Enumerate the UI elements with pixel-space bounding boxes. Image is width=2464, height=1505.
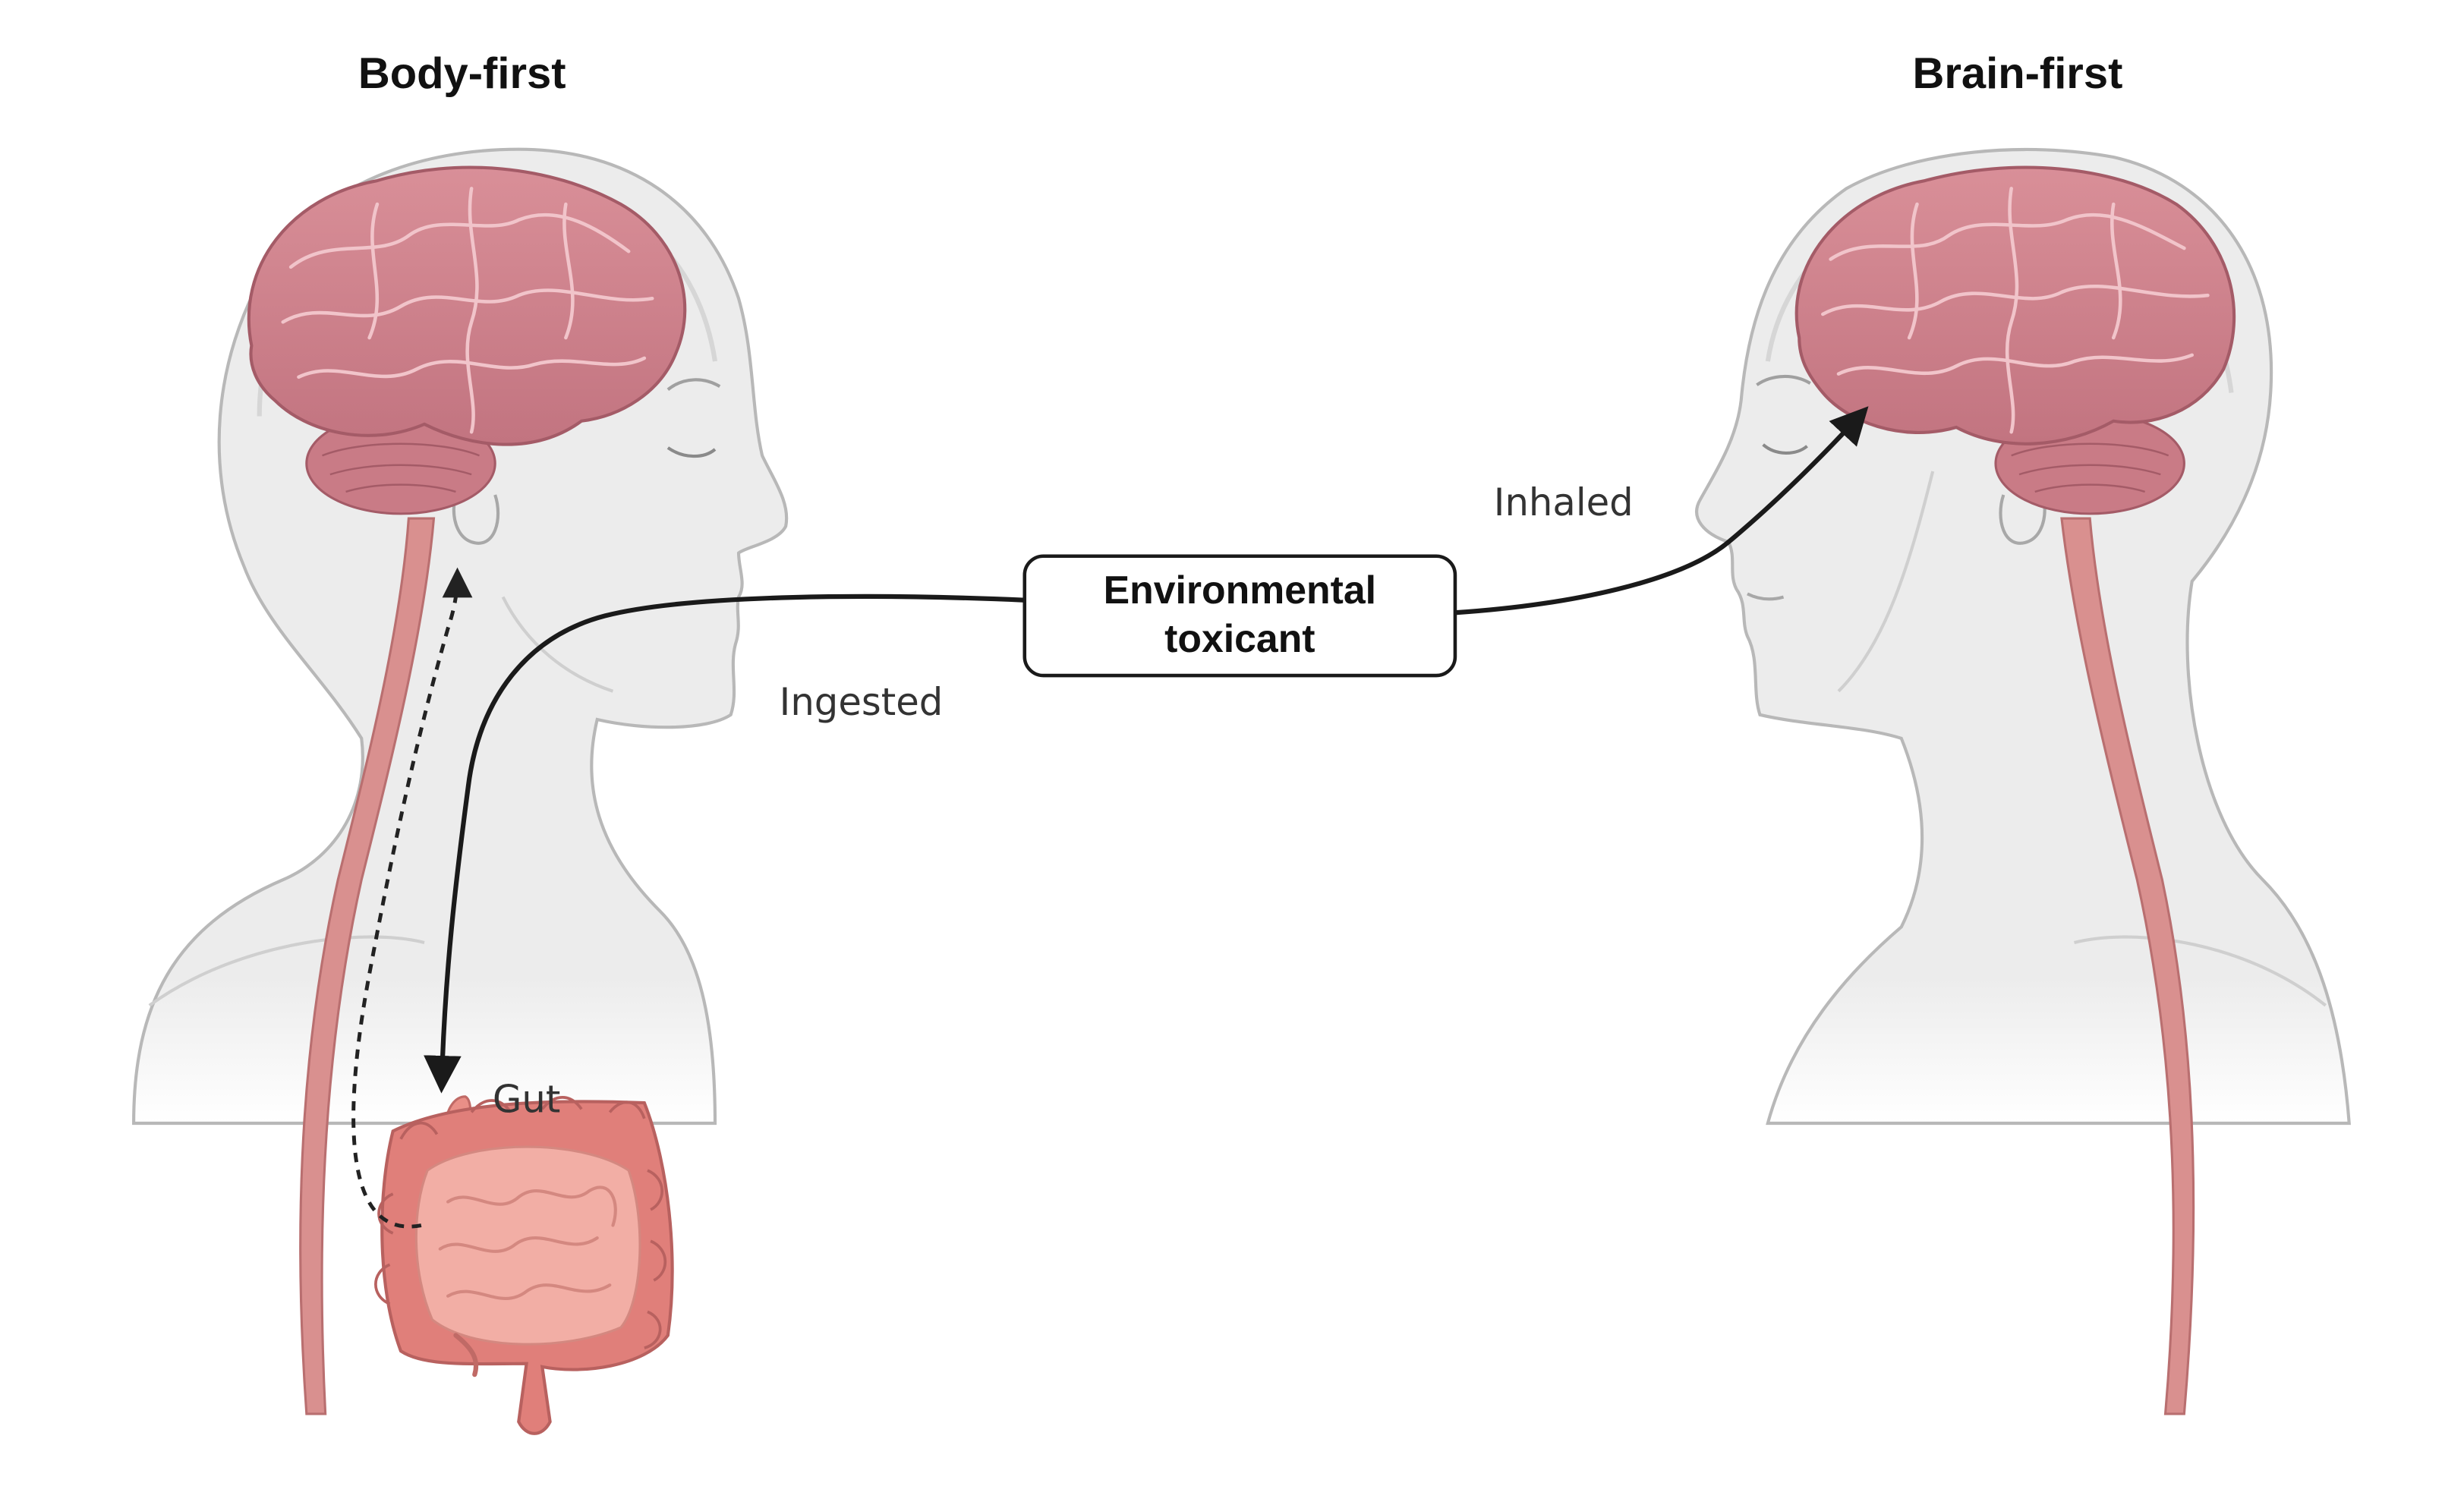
- environmental-toxicant-box: Environmental toxicant: [1025, 556, 1455, 675]
- inhaled-label: Inhaled: [1494, 480, 1634, 524]
- brain-icon: [249, 168, 685, 445]
- toxicant-box-line2: toxicant: [1164, 616, 1315, 660]
- left-figure: [134, 150, 786, 1434]
- ingested-label: Ingested: [780, 680, 944, 724]
- gut-label: Gut: [493, 1078, 560, 1122]
- body-first-title: Body-first: [358, 49, 566, 98]
- intestine-icon: [376, 1097, 673, 1434]
- right-figure: [1697, 150, 2349, 1414]
- brain-icon: [1797, 168, 2234, 444]
- brain-first-title: Brain-first: [1913, 49, 2123, 98]
- toxicant-box-line1: Environmental: [1104, 568, 1376, 612]
